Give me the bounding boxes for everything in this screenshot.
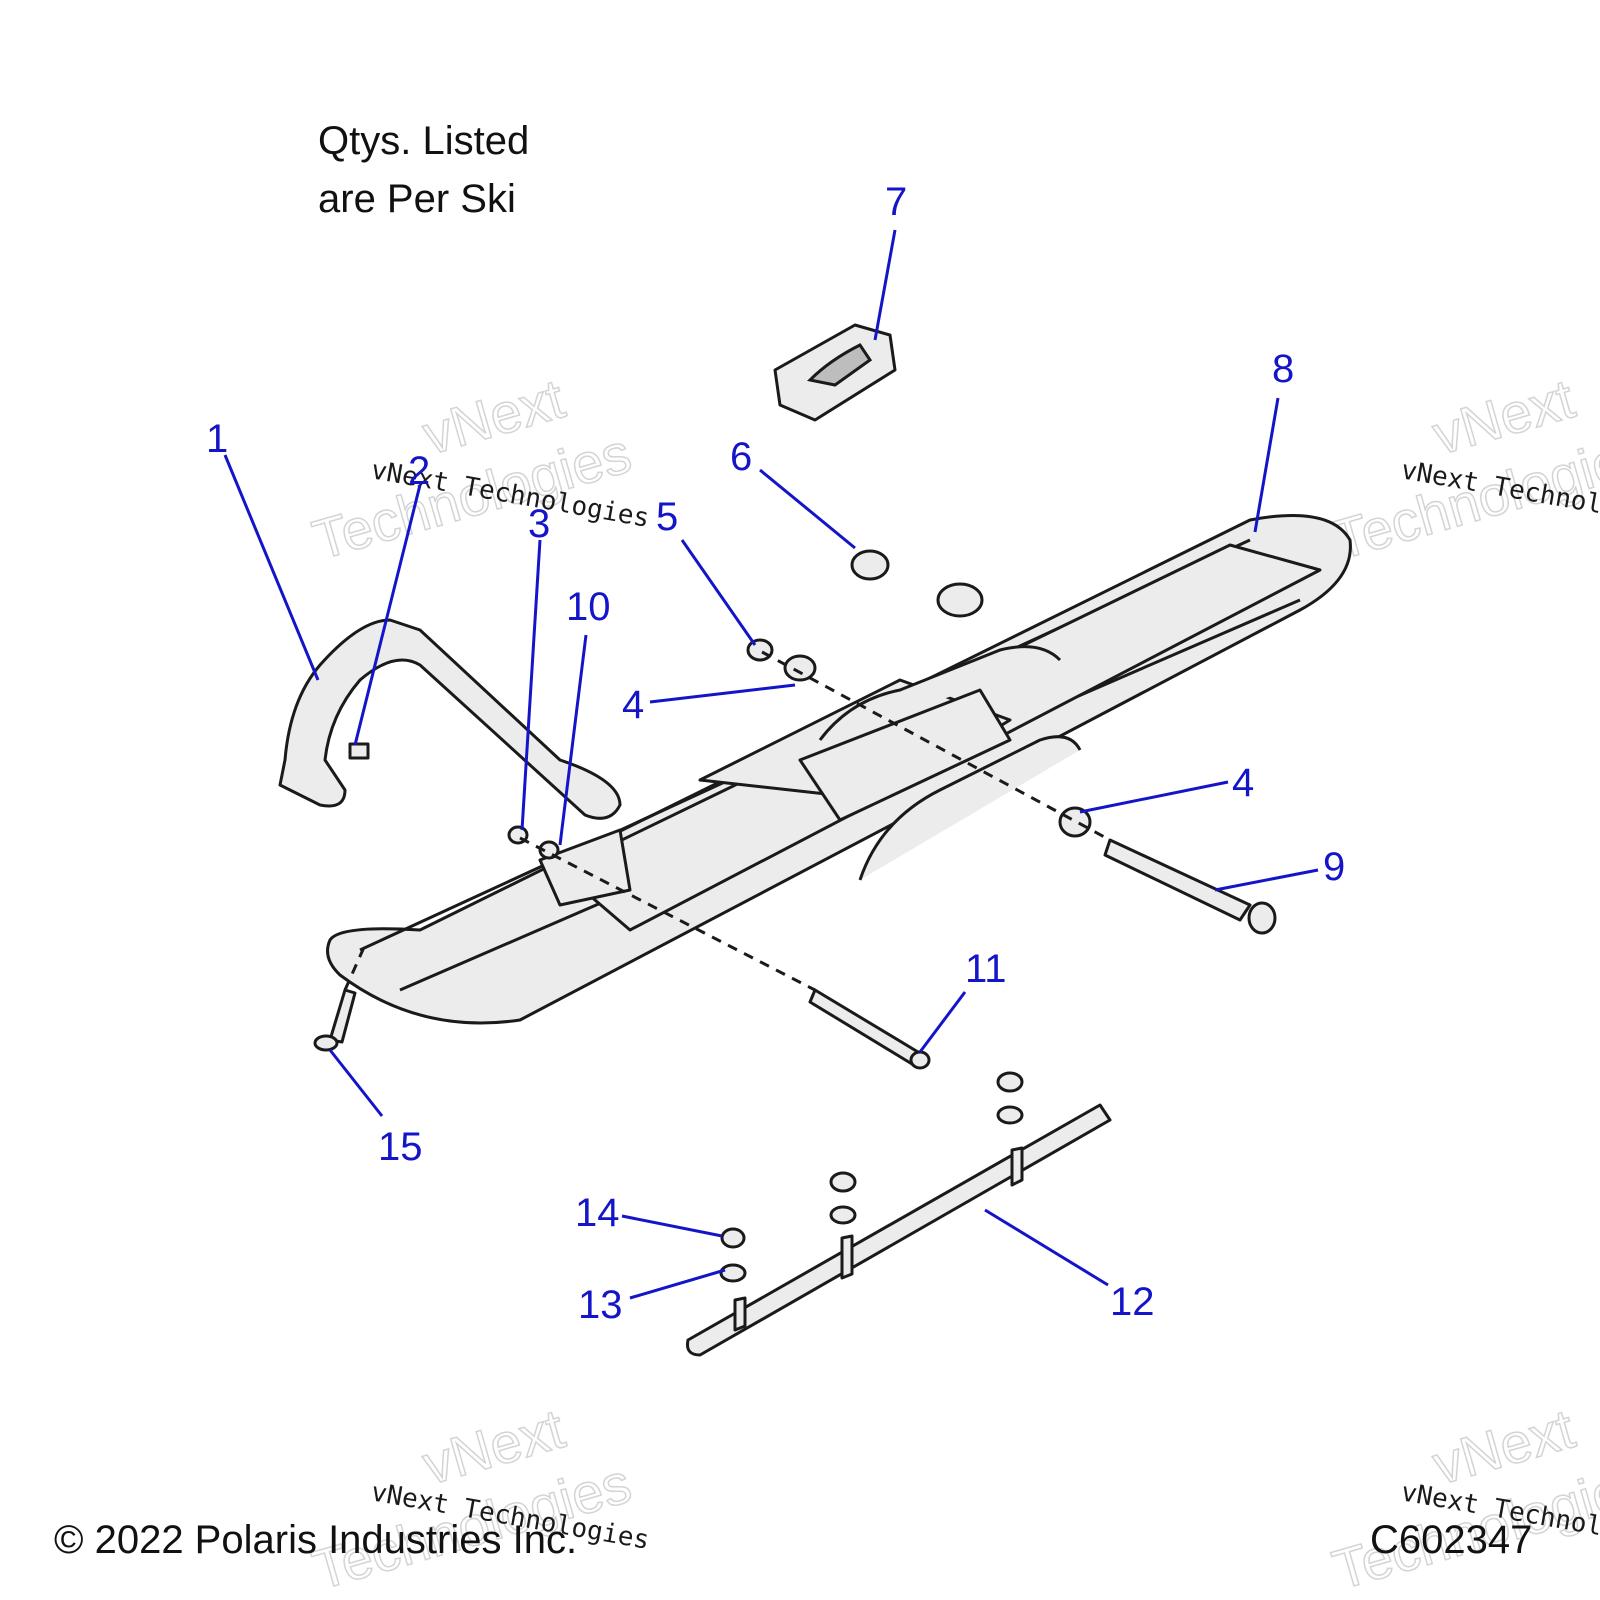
watermark-right: vNext Technologies vNext Technologies	[1325, 366, 1600, 573]
bolt-11	[808, 988, 931, 1070]
diagram-code: C602347	[1370, 1518, 1533, 1562]
bolt-15	[313, 988, 357, 1052]
callout-2: 2	[408, 449, 430, 493]
callout-8: 8	[1272, 347, 1294, 391]
callout-6: 6	[730, 435, 752, 479]
callout-4a: 4	[622, 683, 644, 727]
watermark-bottom: vNext Technologies vNext Technologies	[305, 1396, 651, 1600]
callout-13: 13	[578, 1283, 623, 1327]
washer-4b	[1058, 806, 1092, 838]
callout-4b: 4	[1232, 761, 1254, 805]
callout-15: 15	[378, 1125, 423, 1169]
callout-12: 12	[1110, 1280, 1155, 1324]
bushing-6	[850, 549, 984, 618]
ski-stop-block	[773, 323, 897, 422]
bolt-9	[1103, 838, 1277, 935]
washers-13	[719, 1105, 1024, 1283]
callout-10: 10	[566, 585, 611, 629]
ski-handle	[278, 618, 622, 820]
bolt-2	[348, 742, 370, 760]
washer-4a	[783, 654, 817, 682]
leader-lines	[223, 229, 1319, 1300]
callout-3: 3	[528, 502, 550, 546]
ski-body	[326, 514, 1352, 1025]
quantity-note-line1: Qtys. Listed	[318, 119, 530, 163]
quantity-note: Qtys. Listed are Per Ski	[318, 112, 529, 228]
wear-bar	[686, 1103, 1112, 1357]
watermark-bottom-right: vNext Technologies vNext Technologies	[1325, 1396, 1600, 1600]
callouts: 1 2 3 4 4 5 6 7 8 9 10 11 12 13 14 15	[206, 180, 1345, 1327]
callout-14: 14	[575, 1191, 620, 1235]
callout-5: 5	[656, 495, 678, 539]
copyright-text: © 2022 Polaris Industries Inc.	[54, 1518, 578, 1562]
watermark-top: vNext Technologies vNext Technologies	[305, 366, 651, 573]
quantity-note-line2: are Per Ski	[318, 177, 516, 221]
callout-7: 7	[885, 180, 907, 224]
assembly-lines	[343, 650, 1111, 992]
nuts-14	[720, 1071, 1024, 1249]
callout-1: 1	[206, 417, 228, 461]
callout-11: 11	[965, 947, 1007, 991]
callout-9: 9	[1323, 845, 1345, 889]
